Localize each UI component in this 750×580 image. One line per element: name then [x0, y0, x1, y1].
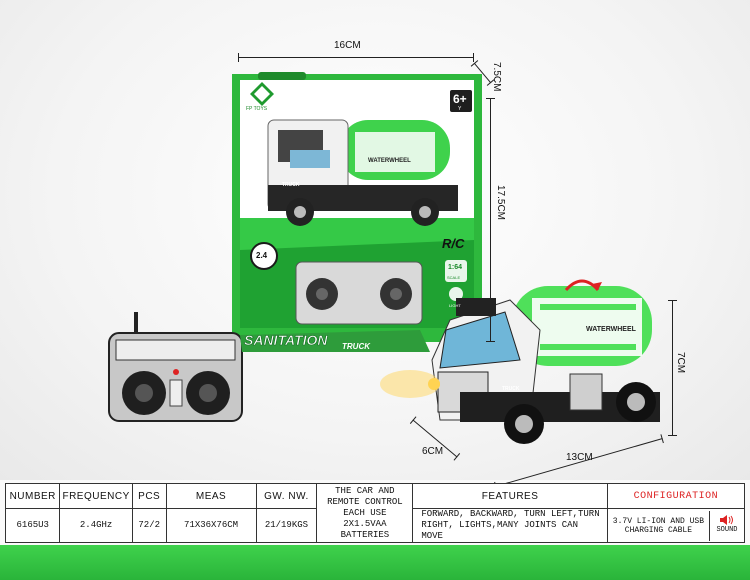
header-configuration: CONFIGURATION: [606, 483, 746, 509]
header-frequency: FREQUENCY: [59, 483, 133, 509]
box-width-dimension-line: [238, 53, 474, 62]
box-truck-side-label: WATERWHEEL: [368, 158, 411, 164]
config-sound-box: SOUND: [710, 511, 744, 541]
brand-logo-icon: [250, 82, 274, 106]
header-number: NUMBER: [4, 483, 61, 509]
car-and-remote-title: THE CAR AND REMOTE CONTROL: [327, 485, 403, 507]
box-width-label: 16CM: [334, 40, 361, 51]
banner-subtitle: TRUCK: [342, 342, 370, 351]
header-gw-nw: GW. NW.: [255, 483, 318, 509]
truck-image: [380, 279, 660, 444]
age-badge-sub: Y: [458, 106, 462, 112]
car-height-label: 7CM: [675, 352, 686, 374]
frequency-badge-icon: [250, 242, 278, 270]
spec-data-row: 6165U3 2.4GHz 72/2 71X36X76CM 21/19KGS F…: [4, 508, 746, 543]
header-meas: MEAS: [165, 483, 257, 509]
header-features: FEATURES: [412, 483, 608, 509]
car-width-label: 6CM: [422, 446, 444, 457]
car-length-label: 13CM: [566, 452, 593, 463]
box-depth-label: 7.5CM: [491, 62, 502, 92]
configuration-title: CONFIGURATION: [633, 491, 719, 502]
speaker-icon: [720, 515, 733, 525]
spec-header-row: NUMBER FREQUENCY PCS MEAS GW. NW. THE CA…: [4, 483, 746, 543]
config-sound-label: SOUND: [716, 526, 738, 534]
rc-label: R/C: [442, 236, 465, 251]
age-badge-icon: [450, 90, 472, 112]
cell-meas: 71X36X76CM: [165, 508, 257, 543]
product-illustration: [108, 72, 660, 444]
bottom-green-bar: [0, 545, 750, 580]
box-height-label: 17.5CM: [495, 185, 506, 221]
spec-table: NUMBER FREQUENCY PCS MEAS GW. NW. THE CA…: [4, 483, 746, 543]
banner-title: SANITATION: [244, 332, 328, 349]
frequency-badge-text: 2.4: [256, 251, 268, 260]
scale-sub-label: SCALE: [447, 275, 461, 280]
truck-door-label: TRUCK: [502, 386, 520, 392]
cell-gw-nw: 21/19KGS: [255, 508, 318, 543]
box-height-dimension-line: [486, 98, 495, 342]
cell-number: 6165U3: [4, 508, 61, 543]
header-pcs: PCS: [131, 483, 167, 509]
package-box: [232, 72, 482, 342]
light-badge-icon: [449, 287, 463, 301]
config-item-text: 3.7V LI-ION AND USB CHARGING CABLE: [612, 516, 705, 535]
box-truck-image: [267, 119, 458, 226]
light-label: LIGHT: [449, 303, 461, 308]
age-badge-text: 6+: [453, 92, 467, 106]
scale-label: 1:64: [448, 264, 463, 271]
box-truck-door-label: TRUCK: [282, 182, 300, 188]
tank-label: WATERWHEEL: [586, 326, 636, 333]
config-item-box: 3.7V LI-ION AND USB CHARGING CABLE: [608, 510, 710, 541]
car-and-remote-cell: THE CAR AND REMOTE CONTROL EACH USE 2X1.…: [316, 483, 414, 543]
car-height-dimension-line: [668, 300, 677, 436]
scale-badge-icon: [445, 260, 467, 282]
cell-features: FORWARD, BACKWARD, TURN LEFT,TURN RIGHT,…: [412, 508, 608, 543]
box-remote-image: [295, 261, 423, 325]
remote-control-image: [108, 312, 243, 422]
sanitation-banner: [240, 330, 430, 352]
batteries-text: EACH USE 2X1.5VAA BATTERIES: [340, 507, 390, 540]
brand-text: FP TOYS: [246, 106, 268, 112]
cell-frequency: 2.4GHz: [59, 508, 133, 543]
cell-pcs: 72/2: [131, 508, 167, 543]
cell-configuration: 3.7V LI-ION AND USB CHARGING CABLE SOUND: [606, 508, 746, 543]
